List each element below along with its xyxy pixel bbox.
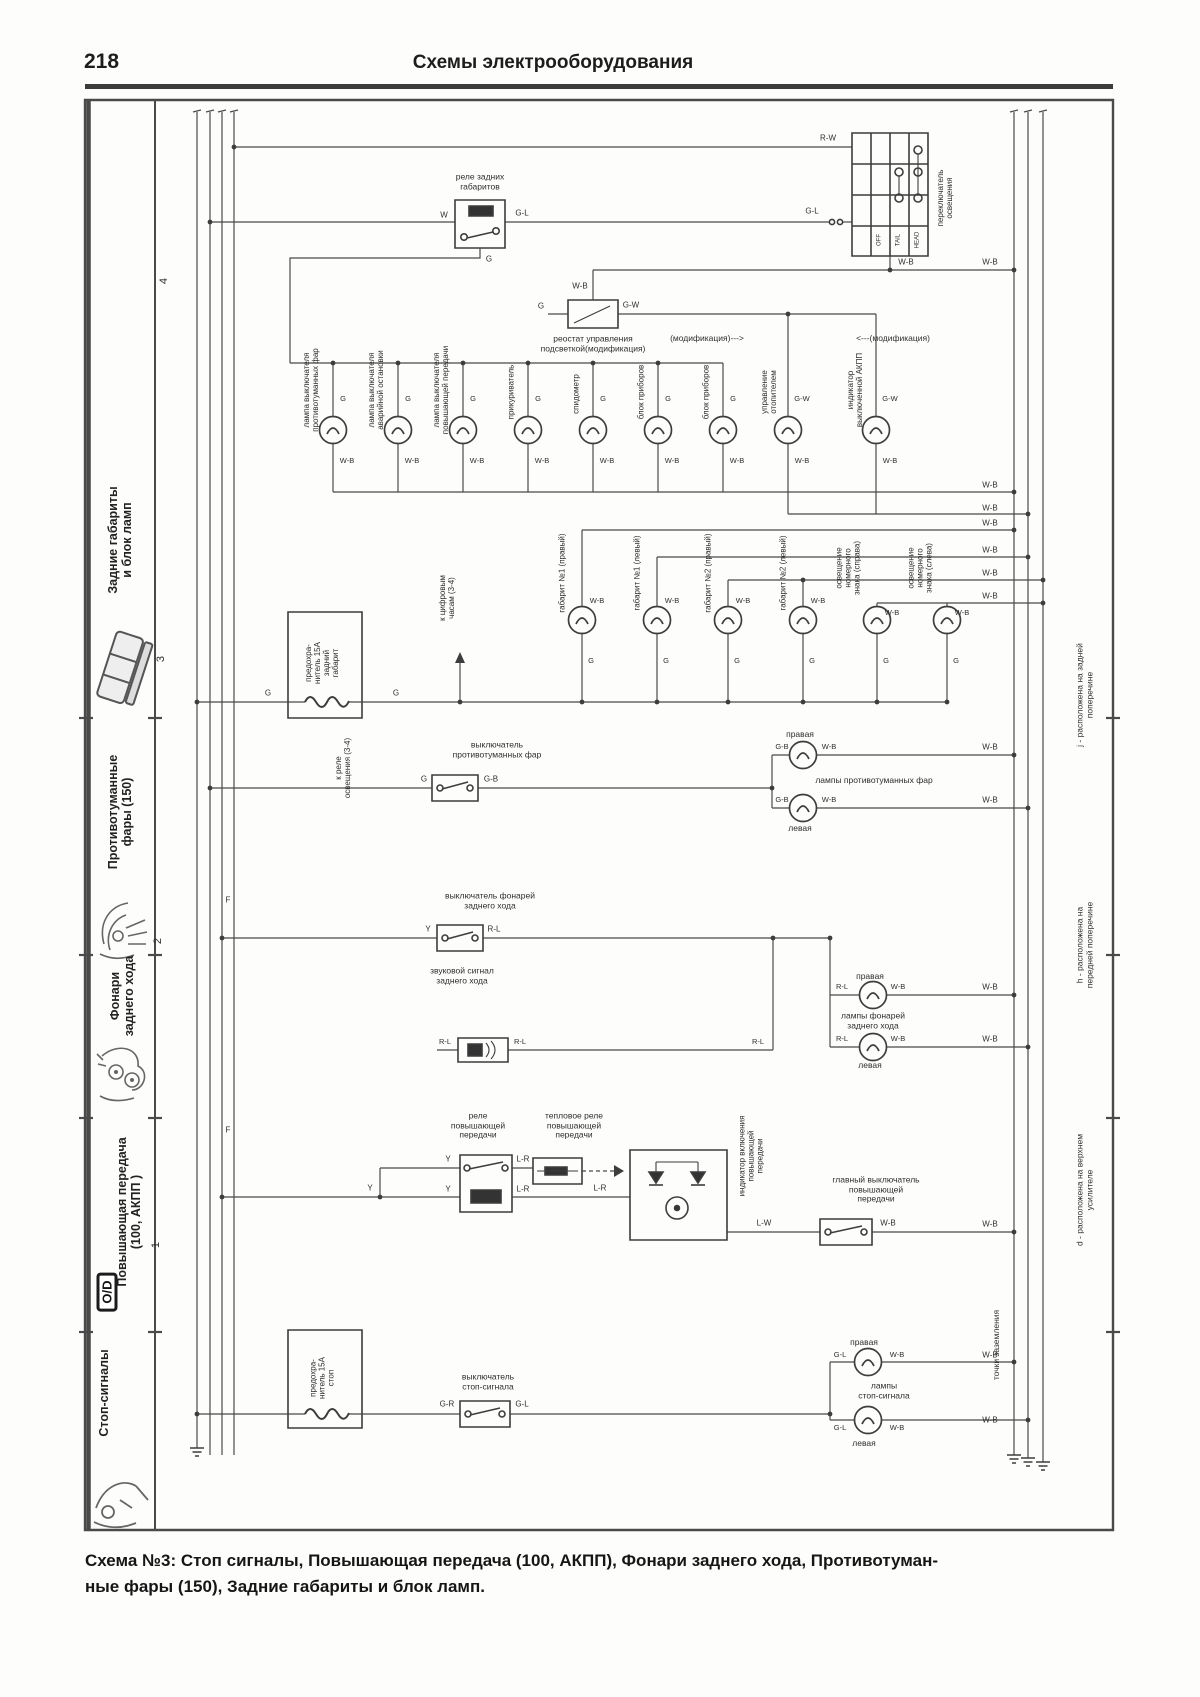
header-rule xyxy=(85,84,1113,89)
junction-dots xyxy=(194,144,1046,1423)
od-relay-box xyxy=(460,1155,512,1212)
lamp-symbols xyxy=(320,417,961,1434)
tail-relay-box xyxy=(455,200,505,248)
light-switch-grid xyxy=(829,133,928,256)
sidebar-label-stop: Стоп-сигналы xyxy=(97,1349,111,1437)
fog-switch-box xyxy=(432,775,478,801)
sidebar-label-overdrive: Повышающая передача (100, АКПП ) xyxy=(115,1137,143,1287)
od-thermal-relay-box xyxy=(533,1158,582,1184)
reverse-buzzer-box xyxy=(458,1038,508,1062)
fog-lights-icon xyxy=(100,903,147,958)
component-boxes xyxy=(288,133,928,1428)
reverse-switch-box xyxy=(437,925,483,951)
sidebar-label-tail-lamps: Задние габариты и блок ламп xyxy=(106,486,134,594)
reverse-lamps xyxy=(860,982,887,1061)
illumination-lamps xyxy=(320,417,890,444)
page-title: Схемы электрооборудования xyxy=(412,52,694,73)
od-main-switch-box xyxy=(820,1219,872,1245)
stop-lamps xyxy=(855,1349,882,1434)
sidebar-label-reverse: Фонари заднего хода xyxy=(108,955,136,1037)
tail-lamps xyxy=(569,607,961,634)
left-bus-wires xyxy=(193,110,238,1455)
reverse-lights-icon xyxy=(97,1048,145,1100)
figure-caption: Схема №3: Стоп сигналы, Повышающая перед… xyxy=(85,1551,939,1597)
stop-signal-icon xyxy=(94,1483,148,1527)
tail-fuse-box xyxy=(288,612,362,718)
fog-lamps xyxy=(790,742,817,822)
illumination-rheostat-box xyxy=(568,300,618,328)
ground-symbols xyxy=(190,1448,1050,1470)
stop-switch-box xyxy=(460,1401,510,1427)
right-bus-wires xyxy=(1010,110,1047,1462)
diagram-frame xyxy=(79,100,1120,1530)
tail-lamp-block-icon xyxy=(96,631,153,707)
od-badge: O/D xyxy=(96,1272,118,1312)
arrow-marks xyxy=(455,652,624,1177)
sidebar-label-fog: Противотуманные фары (150) xyxy=(106,754,134,870)
od-indicator-box xyxy=(630,1150,727,1240)
page-number: 218 xyxy=(84,50,120,73)
circuit-wires xyxy=(197,147,1043,1420)
stop-fuse-box xyxy=(288,1330,362,1428)
